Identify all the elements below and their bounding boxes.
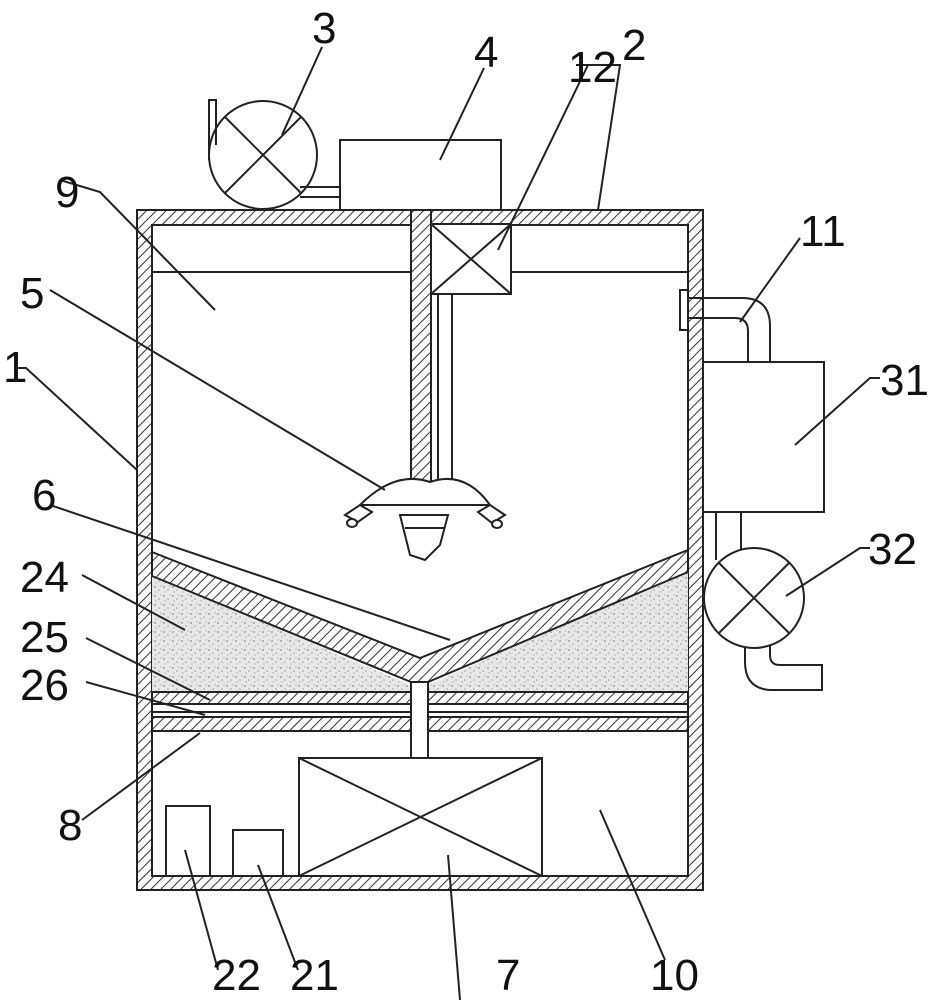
pump-32 [703, 547, 805, 649]
pump-32-pipes [715, 512, 823, 691]
label-9: 9 [55, 168, 79, 217]
label-5: 5 [20, 269, 44, 318]
label-2: 2 [622, 21, 646, 70]
spray-head [343, 477, 507, 562]
outlet-pipe-11 [679, 289, 771, 362]
label-4: 4 [474, 28, 498, 77]
label-12: 12 [568, 43, 617, 92]
pump-3 [208, 99, 342, 210]
leader-lines [15, 46, 880, 1000]
divider-wall [410, 209, 432, 493]
filter-31 [702, 361, 825, 513]
label-26: 26 [20, 661, 69, 710]
tank-7 [298, 757, 543, 877]
label-24: 24 [20, 553, 69, 602]
label-7: 7 [496, 951, 520, 1000]
label-6: 6 [32, 471, 56, 520]
label-8: 8 [58, 801, 82, 850]
pump-12 [430, 223, 512, 295]
drain-pipe [410, 681, 429, 759]
box-22 [165, 805, 211, 877]
v-tray-6 [151, 548, 689, 683]
sand-layer-24 [152, 570, 688, 692]
spray-pipe [437, 294, 453, 490]
label-32: 32 [868, 525, 917, 574]
label-10: 10 [650, 951, 699, 1000]
box-4 [339, 139, 502, 211]
label-25: 25 [20, 613, 69, 662]
label-21: 21 [290, 951, 339, 1000]
box-21 [232, 829, 284, 877]
label-1: 1 [3, 343, 27, 392]
label-22: 22 [212, 951, 261, 1000]
label-3: 3 [312, 4, 336, 53]
label-31: 31 [880, 356, 929, 405]
label-11: 11 [800, 207, 846, 256]
